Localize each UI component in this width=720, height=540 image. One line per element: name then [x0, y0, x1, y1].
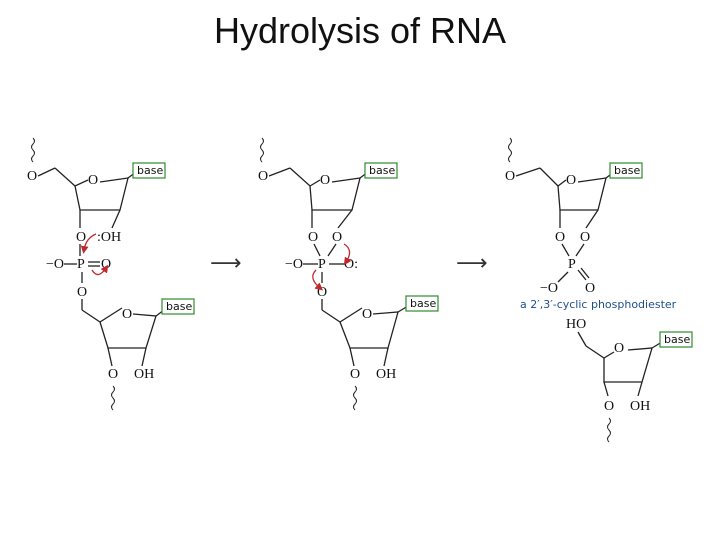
- atom-2prime-oh-lower: OH: [376, 367, 396, 382]
- atom-o-double: O: [585, 281, 595, 296]
- atom-ring-o: O: [566, 173, 576, 188]
- base-label-lower: base: [664, 333, 690, 346]
- atom-o-5prime: O: [27, 169, 37, 184]
- atom-ring-o-lower: O: [122, 307, 132, 322]
- atom-o-3prime: O: [76, 230, 86, 245]
- base-label: base: [369, 164, 395, 177]
- chain-wavy-line-top: [260, 137, 264, 163]
- base-box-lower: [405, 295, 439, 312]
- chain-wavy-line-top: [508, 137, 512, 163]
- atom-o-3prime-lower: O: [108, 367, 118, 382]
- atom-ring-o: O: [88, 173, 98, 188]
- chain-wavy-line-bottom: [111, 385, 115, 411]
- reaction-arrow-2: ⟶: [456, 251, 488, 276]
- base-box: [609, 162, 643, 179]
- atom-o-5prime-lower: O: [77, 285, 87, 300]
- atom-o-5prime: O: [258, 169, 268, 184]
- atom-ring-o: O: [320, 173, 330, 188]
- atom-2prime-oh-lower: OH: [630, 399, 650, 414]
- curved-arrow-attack: [80, 233, 97, 254]
- atom-o-5prime-lower: O: [317, 285, 327, 300]
- base-label-lower: base: [410, 297, 436, 310]
- atom-2prime-oh-lower: OH: [134, 367, 154, 382]
- base-box-lower: [659, 331, 693, 348]
- reaction-arrow-1: ⟶: [210, 251, 242, 276]
- base-label: base: [614, 164, 640, 177]
- atom-phosphorus: P: [568, 257, 576, 272]
- atom-o-3prime-lower: O: [350, 367, 360, 382]
- atom-phosphorus: P: [318, 257, 326, 272]
- atom-ring-o-lower: O: [614, 341, 624, 356]
- atom-o-minus: −O: [46, 257, 64, 272]
- atom-phosphorus: P: [77, 257, 85, 272]
- atom-ring-o-lower: O: [362, 307, 372, 322]
- atom-o-3prime: O: [308, 230, 318, 245]
- base-label: base: [137, 164, 163, 177]
- atom-o-3prime: O: [555, 230, 565, 245]
- chain-wavy-line-bottom: [607, 417, 611, 443]
- base-box: [364, 162, 398, 179]
- curved-arrow-electrons: [91, 264, 109, 276]
- atom-o-dots: O:: [344, 257, 358, 272]
- page-title: Hydrolysis of RNA: [213, 10, 507, 51]
- cyclic-phosphodiester-caption: a 2′,3′-cyclic phosphodiester: [520, 298, 677, 311]
- atom-o-minus: −O: [540, 281, 558, 296]
- structure-intermediate: O O base O O −O P O: O O base O OH: [258, 137, 439, 411]
- base-box: [132, 162, 166, 179]
- atom-o-2prime: O: [332, 230, 342, 245]
- atom-ho-5prime: HO: [566, 317, 586, 332]
- structure-reactant: O O base O :OH −O P O O O base O OH: [27, 137, 195, 411]
- atom-o-minus: −O: [285, 257, 303, 272]
- atom-o-2prime: O: [580, 230, 590, 245]
- structure-products: O O base O O P −O O a 2′,3′-cyclic phosp…: [505, 137, 693, 443]
- curved-arrow-reform: [343, 243, 352, 266]
- atom-2prime-oh: :OH: [97, 230, 121, 245]
- atom-o-double: O: [101, 257, 111, 272]
- atom-o-3prime-lower: O: [604, 399, 614, 414]
- base-box-lower: [161, 298, 195, 315]
- chain-wavy-line-top: [31, 137, 35, 163]
- base-label-lower: base: [166, 300, 192, 313]
- curved-arrow-cleave: [312, 269, 323, 291]
- chain-wavy-line-bottom: [353, 385, 357, 411]
- atom-o-5prime: O: [505, 169, 515, 184]
